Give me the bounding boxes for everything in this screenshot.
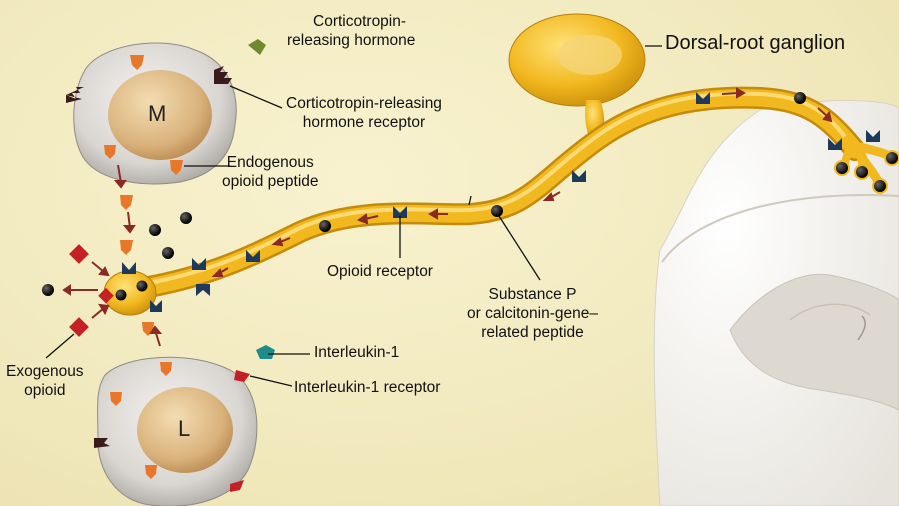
crh-molecule xyxy=(248,39,266,55)
spinal-cord xyxy=(653,100,899,506)
exogenous-opioid-molecules xyxy=(69,244,114,337)
exogenous-opioid-label-line-1: Exogenous xyxy=(6,363,84,380)
sensory-neuron xyxy=(103,13,897,316)
interleukin-receptor-label: Interleukin-1 receptor xyxy=(294,379,441,396)
substance-p-label-line-3: related peptide xyxy=(481,324,584,341)
crh-receptors xyxy=(66,66,232,448)
crh-label-line-2: releasing hormone xyxy=(287,32,416,49)
cell-l-label: L xyxy=(178,416,191,441)
substance-p-label: Substance P or calcitonin-gene– related … xyxy=(467,285,598,342)
opioid-receptors xyxy=(122,92,880,312)
endogenous-opioid-label-line-1: Endogenous xyxy=(226,154,314,171)
crh-label: Corticotropin- releasing hormone xyxy=(287,12,415,50)
lymphocyte-cell xyxy=(97,356,258,506)
crh-receptor-label-line-1: Corticotropin-releasing xyxy=(286,95,442,112)
crh-receptor-label: Corticotropin-releasing hormone receptor xyxy=(286,94,442,132)
interleukin-label: Interleukin-1 xyxy=(314,344,400,361)
substance-p-label-line-2: or calcitonin-gene– xyxy=(467,305,598,322)
endogenous-opioid-label-line-2: opioid peptide xyxy=(222,173,319,190)
endogenous-opioid-label: Endogenous opioid peptide xyxy=(222,153,319,191)
endogenous-opioid-peptides xyxy=(104,55,183,479)
substance-p-beads xyxy=(42,92,899,301)
exogenous-opioid-label: Exogenous opioid xyxy=(6,362,84,400)
leader-lines xyxy=(45,45,662,387)
flow-arrows xyxy=(62,87,833,347)
crh-label-line-1: Corticotropin- xyxy=(313,13,407,30)
interleukin-1-molecule xyxy=(256,345,275,359)
substance-p-label-line-1: Substance P xyxy=(488,286,577,303)
drg-label: Dorsal-root ganglion xyxy=(665,32,846,54)
interleukin-1-receptors xyxy=(230,370,250,492)
opioid-receptor-label: Opioid receptor xyxy=(327,263,433,280)
cell-m-label: M xyxy=(148,101,167,126)
exogenous-opioid-label-line-2: opioid xyxy=(24,382,66,399)
crh-receptor-label-line-2: hormone receptor xyxy=(302,114,426,131)
